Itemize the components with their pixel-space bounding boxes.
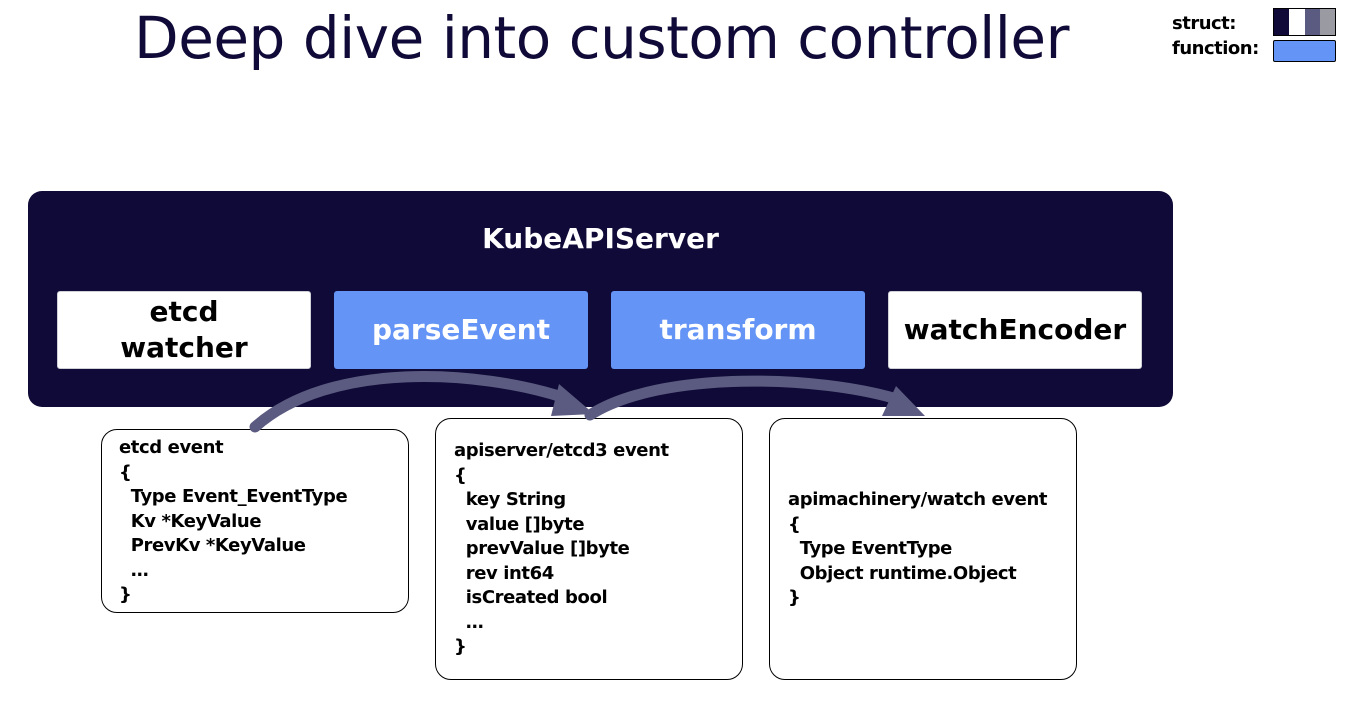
struct-swatch-1 <box>1274 9 1290 35</box>
component-transform: transform <box>611 291 865 369</box>
event-line: apiserver/etcd3 event <box>454 440 669 461</box>
event-line: … <box>454 611 484 633</box>
struct-swatch-2 <box>1289 9 1305 35</box>
component-etcd-watcher: etcd watcher <box>57 291 311 369</box>
struct-swatch-3 <box>1304 9 1320 35</box>
apiserver-event-box: apiserver/etcd3 event { key String value … <box>435 418 743 680</box>
event-line: apimachinery/watch event <box>788 489 1048 510</box>
event-line: { <box>119 461 132 483</box>
component-watch-encoder: watchEncoder <box>888 291 1142 369</box>
event-line: Object runtime.Object <box>788 562 1017 584</box>
struct-swatch-4 <box>1319 9 1335 35</box>
event-line: { <box>454 464 467 486</box>
legend-function-label: function: <box>1172 38 1259 59</box>
kubeapiserver-title: KubeAPIServer <box>482 222 719 255</box>
component-parse-event: parseEvent <box>334 291 588 369</box>
apimachinery-event-box: apimachinery/watch event { Type EventType… <box>769 418 1077 680</box>
event-line: rev int64 <box>454 562 555 584</box>
etcd-event-box: etcd event { Type Event_EventType Kv *Key… <box>101 429 409 613</box>
event-line: PrevKv *KeyValue <box>119 535 306 556</box>
event-line: } <box>788 587 801 608</box>
event-line: isCreated bool <box>454 587 608 608</box>
arrow-apiserver-to-watch-event <box>584 375 906 421</box>
event-line: } <box>454 636 467 657</box>
event-line: { <box>788 513 801 535</box>
arrowhead-1 <box>551 384 594 416</box>
legend-function-swatch <box>1273 40 1336 62</box>
event-line: value []byte <box>454 513 585 535</box>
event-line: Kv *KeyValue <box>119 510 262 532</box>
arrow-etcd-to-apiserver-event <box>249 371 571 433</box>
legend-struct-label: struct: <box>1172 13 1236 34</box>
event-line: prevValue []byte <box>454 538 630 559</box>
page-title: Deep dive into custom controller <box>134 4 1069 72</box>
event-line: … <box>119 559 149 581</box>
legend-struct-swatch <box>1273 8 1336 36</box>
event-line: Type Event_EventType <box>119 486 348 507</box>
arrowhead-2 <box>882 386 925 416</box>
event-line: Type EventType <box>788 538 953 559</box>
event-line: key String <box>454 489 566 510</box>
event-line: } <box>119 584 132 605</box>
event-line: etcd event <box>119 437 224 458</box>
